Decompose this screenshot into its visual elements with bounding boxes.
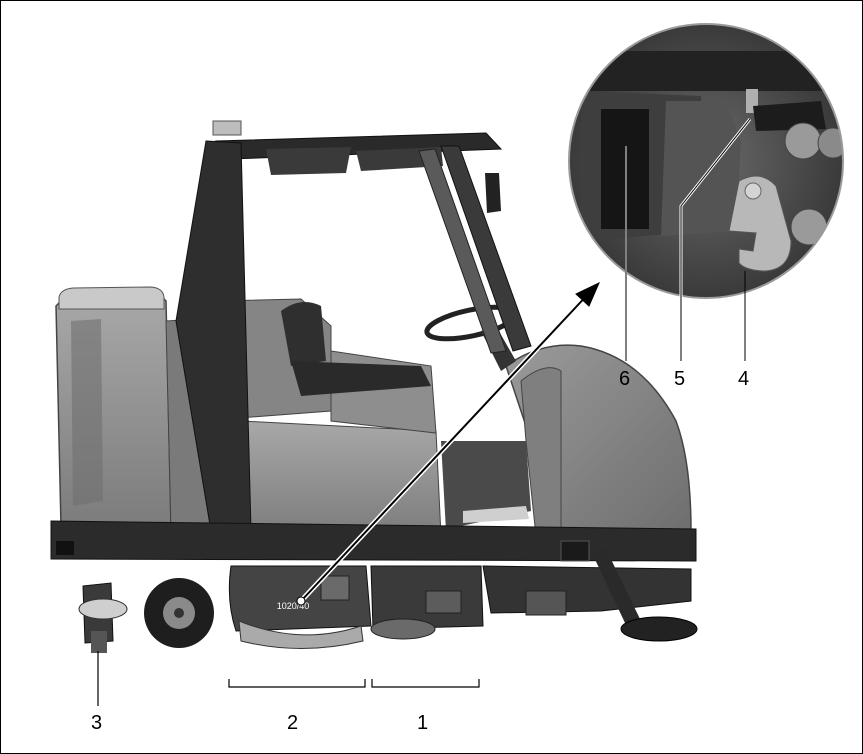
rear-tank-lid — [58, 286, 165, 310]
latch-hook — [728, 175, 792, 272]
chassis-rail — [50, 520, 697, 562]
front-pillar-2 — [418, 148, 507, 354]
leader-lines — [296, 118, 752, 606]
callout-6: 6 — [619, 368, 631, 390]
bracket-2 — [228, 679, 366, 688]
callout-3: 3 — [91, 712, 103, 734]
operator-seat — [281, 302, 326, 366]
callout-4: 4 — [738, 368, 750, 390]
deck-badge: 1020/40 — [277, 601, 310, 611]
area-brackets — [97, 651, 480, 706]
front-pillar — [440, 145, 532, 352]
mirror — [485, 173, 501, 213]
bracket-1 — [371, 679, 480, 688]
side-broom-arm — [591, 549, 641, 625]
beacon-light — [212, 120, 242, 136]
arrow-head — [575, 281, 600, 307]
zoom-detail — [568, 23, 844, 299]
callout-5: 5 — [674, 368, 686, 390]
callout-2: 2 — [287, 712, 299, 734]
side-broom — [620, 616, 698, 642]
callout-1: 1 — [417, 712, 429, 734]
centre-panel — [240, 420, 442, 537]
